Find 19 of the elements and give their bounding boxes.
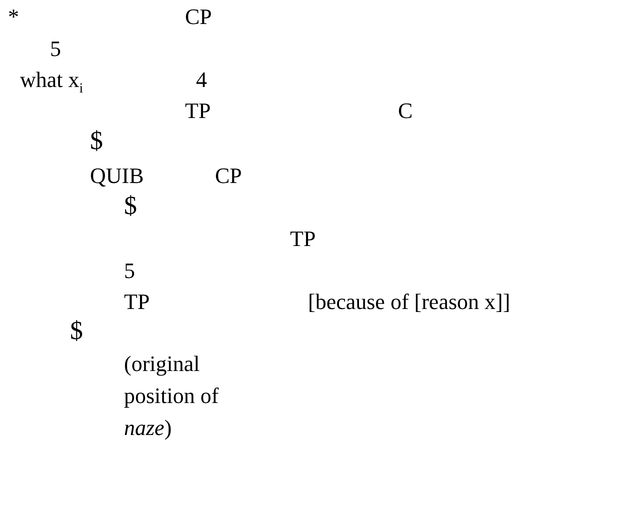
tree-label: CP: [185, 4, 212, 30]
tree-label: QUIB: [90, 163, 144, 189]
tree-label: C: [398, 98, 413, 124]
tree-label: [because of [reason x]]: [308, 289, 510, 315]
tree-label: 4: [196, 67, 207, 93]
tree-label: *: [8, 4, 19, 30]
tree-label: TP: [290, 226, 316, 252]
tree-label: 5: [124, 258, 135, 284]
tree-label: $: [70, 318, 83, 344]
tree-label: $: [124, 193, 137, 219]
tree-label: (original: [124, 351, 200, 377]
tree-label: naze): [124, 415, 172, 441]
tree-label: what x$_{i}$: [20, 67, 84, 98]
tree-label: 5: [50, 36, 61, 62]
tree-label: TP: [185, 98, 211, 124]
tree-label: CP: [215, 163, 242, 189]
tree-label: position of: [124, 383, 219, 409]
tree-label: TP: [124, 289, 150, 315]
tree-label: $: [90, 128, 103, 154]
